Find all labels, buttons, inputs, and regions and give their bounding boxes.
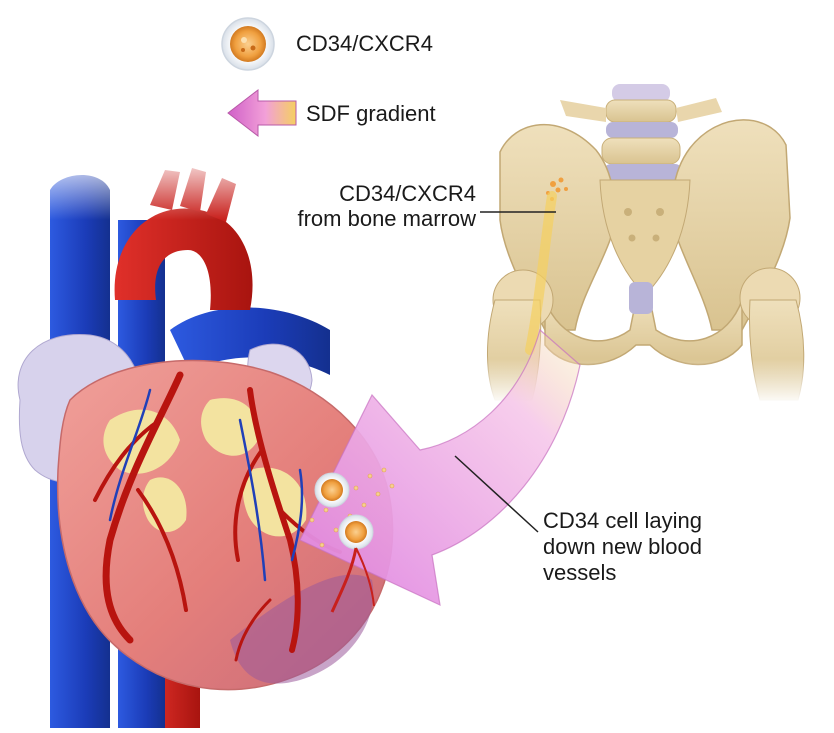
pelvis-bone xyxy=(480,84,810,404)
marrow-label-line2: from bone marrow xyxy=(297,206,476,231)
marrow-label-line1: CD34/CXCR4 xyxy=(339,181,476,206)
stem-cell-on-heart xyxy=(314,472,374,550)
stem-cell-icon xyxy=(221,17,275,71)
vessel-label-line2: down new blood xyxy=(543,534,703,559)
sdf-gradient-arrow-icon xyxy=(227,88,297,138)
legend-cell-label: CD34/CXCR4 xyxy=(296,31,433,56)
legend-gradient-label: SDF gradient xyxy=(306,101,436,126)
heart xyxy=(17,150,394,728)
vessel-label-line1: CD34 cell laying xyxy=(543,508,702,533)
vessel-leader-line xyxy=(454,455,539,533)
vessel-label-line3: vessels xyxy=(543,560,617,585)
